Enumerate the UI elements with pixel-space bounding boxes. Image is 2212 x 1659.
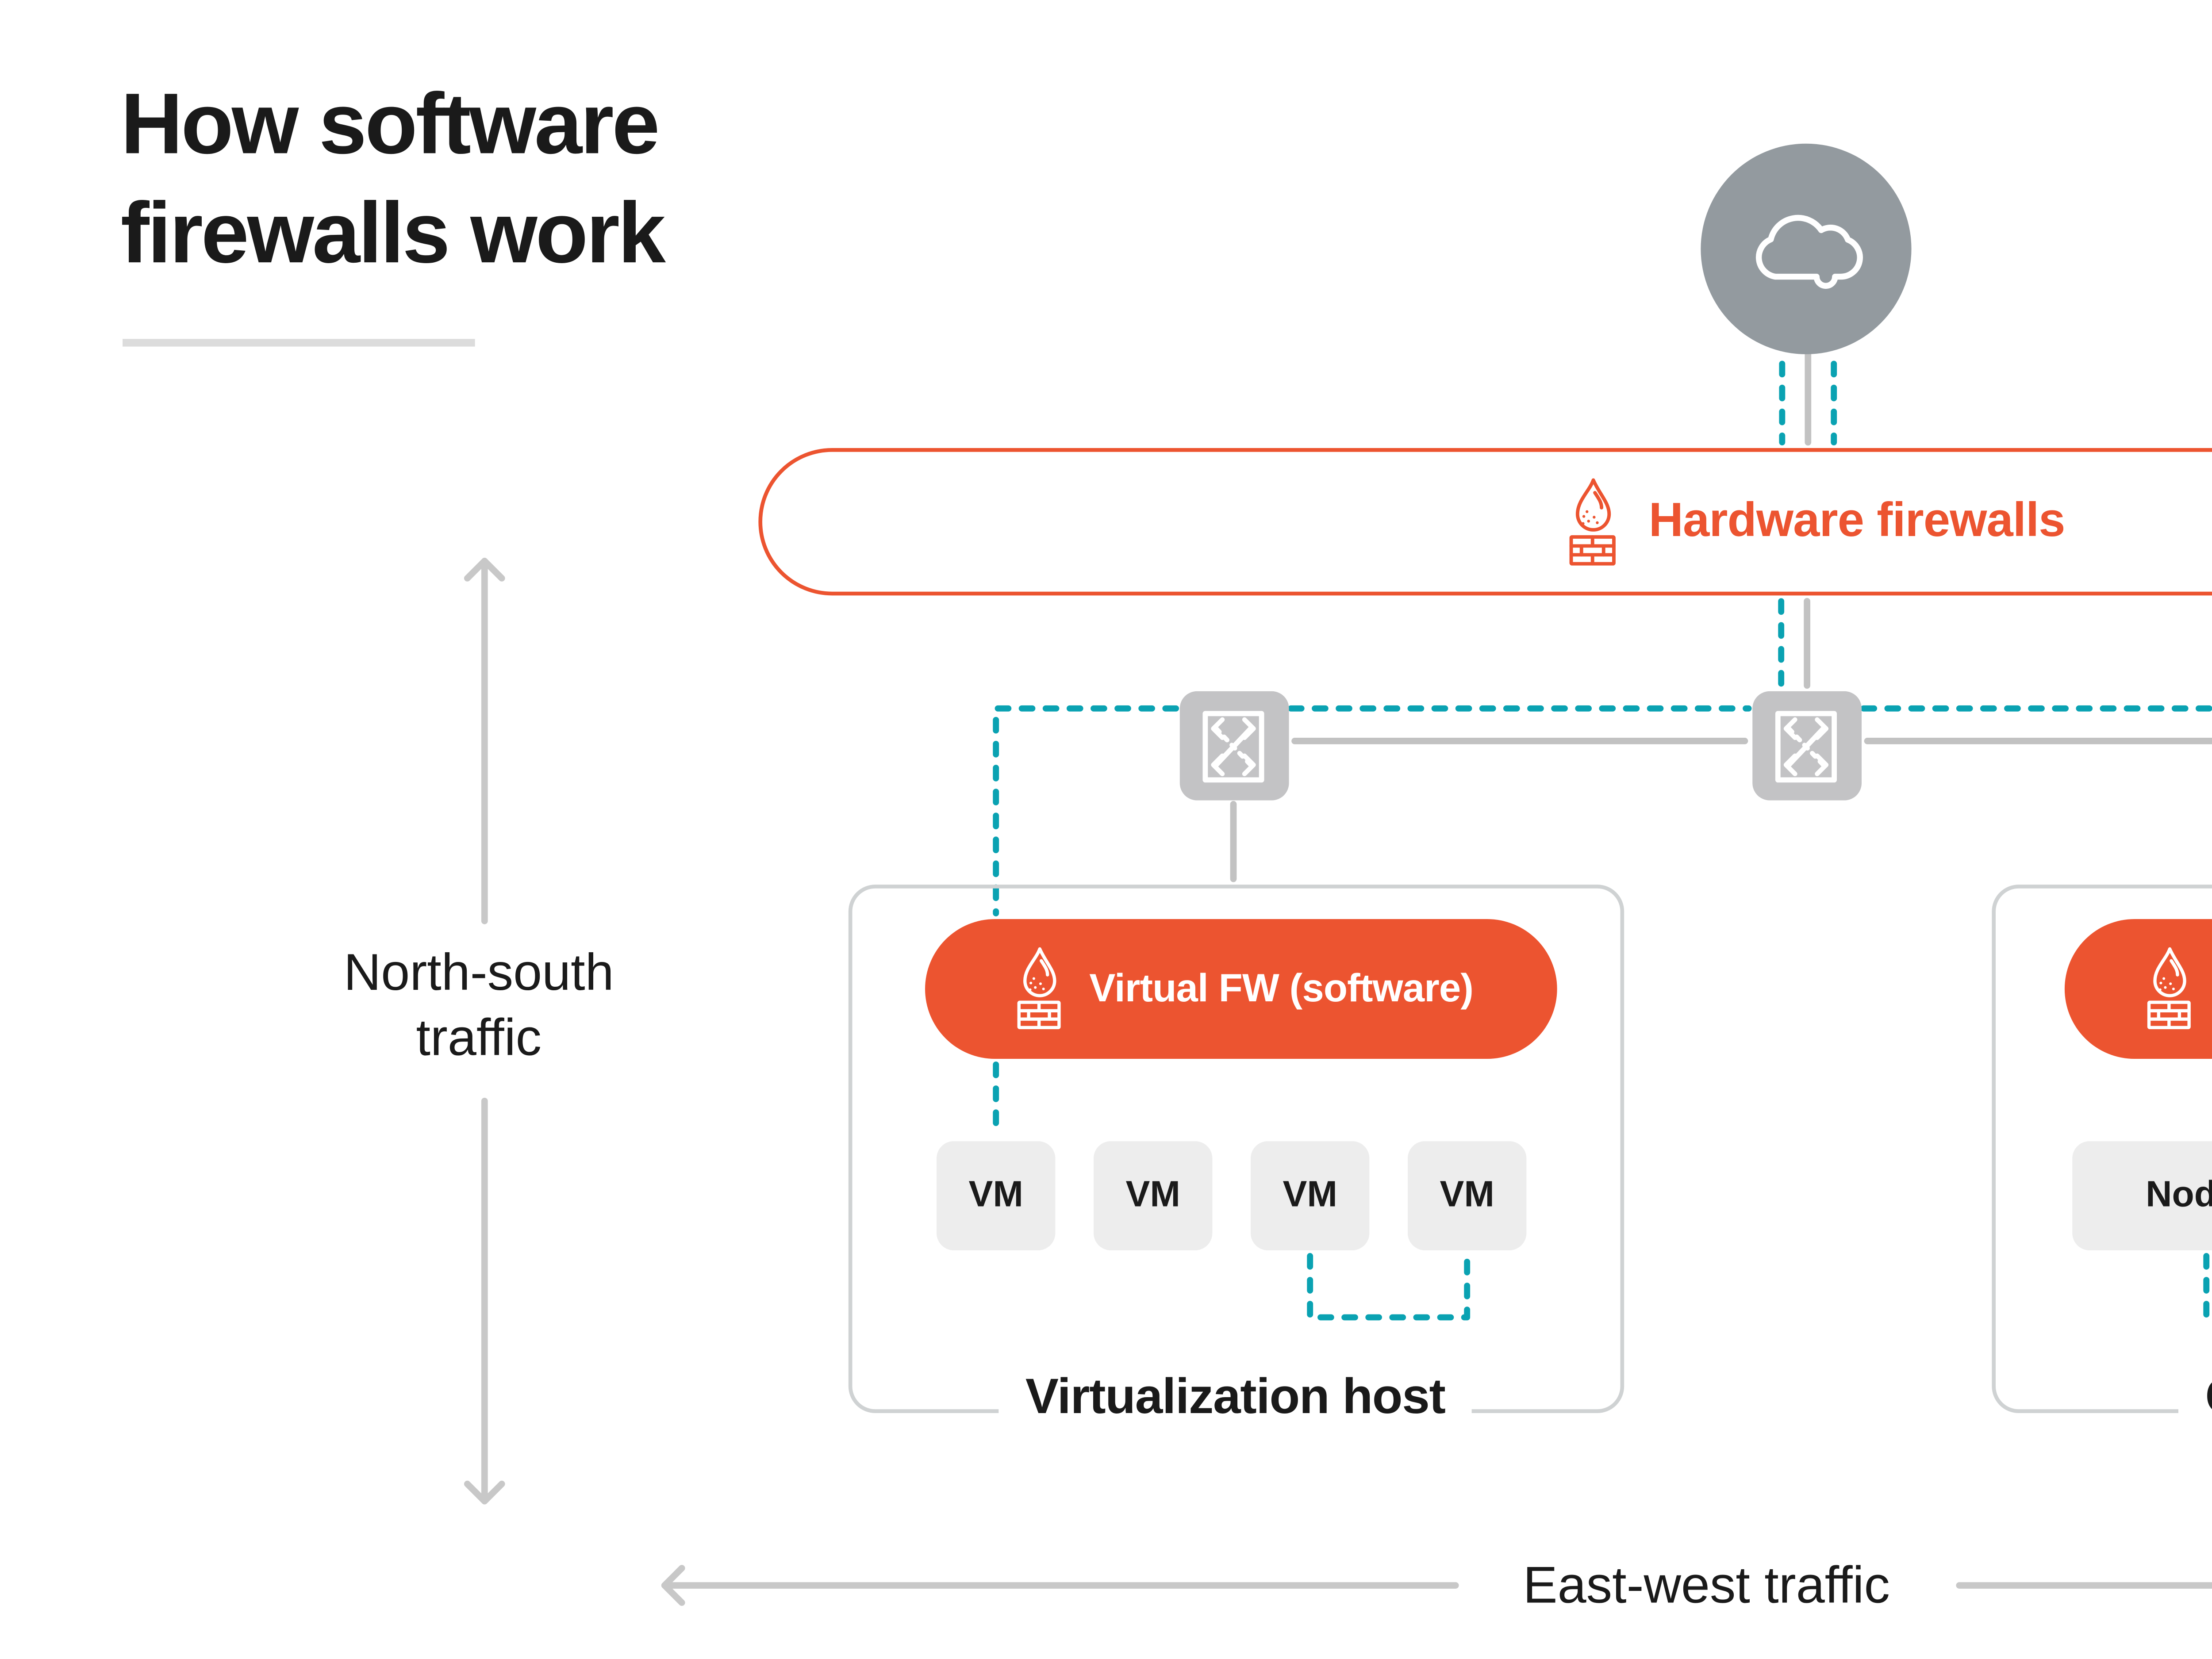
page-title-line2: firewalls work	[120, 184, 666, 282]
vm-label: VM	[1440, 1174, 1494, 1215]
vm-label: VM	[968, 1174, 1023, 1215]
east-west-traffic-label: East-west traffic	[1523, 1556, 1890, 1614]
connector-switch1-virtualfw-teal	[993, 705, 1179, 916]
west-arrowhead-icon	[661, 1565, 685, 1606]
page-title-line1: How software	[120, 74, 660, 172]
container-host-box	[1992, 885, 2212, 1413]
flame-brick-firewall-icon	[1017, 947, 1060, 1029]
north-south-traffic-label-line2: traffic	[416, 1009, 542, 1067]
node-label: Node 1	[2146, 1174, 2212, 1215]
network-switch-left	[1179, 691, 1288, 801]
internet-cloud-badge	[1701, 143, 1912, 354]
vm-box-2: VM	[1093, 1141, 1213, 1250]
page-title: How software firewalls work	[120, 69, 666, 287]
connector-node1-node2-teal	[2203, 1253, 2212, 1321]
hardware-firewalls-bar: Hardware firewalls	[758, 448, 2212, 596]
flame-brick-firewall-icon	[1569, 477, 1616, 565]
connector-vm3-vm4-teal	[1307, 1253, 1471, 1321]
network-switch-icon	[1775, 710, 1837, 782]
cloud-icon	[1756, 215, 1863, 289]
south-arrowhead-icon	[464, 1480, 505, 1505]
virtual-fw-pill: Virtual FW (software)	[925, 919, 1557, 1059]
north-arrowhead-icon	[464, 558, 505, 582]
container-host-label: Container host	[2178, 1367, 2212, 1427]
network-switch-middle	[1751, 691, 1861, 801]
cluster-fw-pill: Cluster FW (software)	[2064, 919, 2212, 1059]
virtualization-host-label: Virtualization host	[998, 1367, 1472, 1427]
node-box-1: Node 1	[2072, 1141, 2212, 1250]
virtual-fw-label: Virtual FW (software)	[1089, 966, 1474, 1010]
north-south-traffic-label: North-south traffic	[249, 940, 709, 1070]
hardware-firewalls-label: Hardware firewalls	[1648, 494, 2066, 548]
network-switch-icon	[1202, 710, 1264, 782]
flame-brick-firewall-icon	[2147, 947, 2191, 1029]
north-south-traffic-label-line1: North-south	[343, 944, 614, 1002]
title-underline-rule	[123, 339, 475, 347]
vm-box-1: VM	[936, 1141, 1056, 1250]
vm-label: VM	[1283, 1174, 1337, 1215]
vm-box-3: VM	[1250, 1141, 1370, 1250]
vm-label: VM	[1125, 1174, 1180, 1215]
vm-box-4: VM	[1407, 1141, 1527, 1250]
